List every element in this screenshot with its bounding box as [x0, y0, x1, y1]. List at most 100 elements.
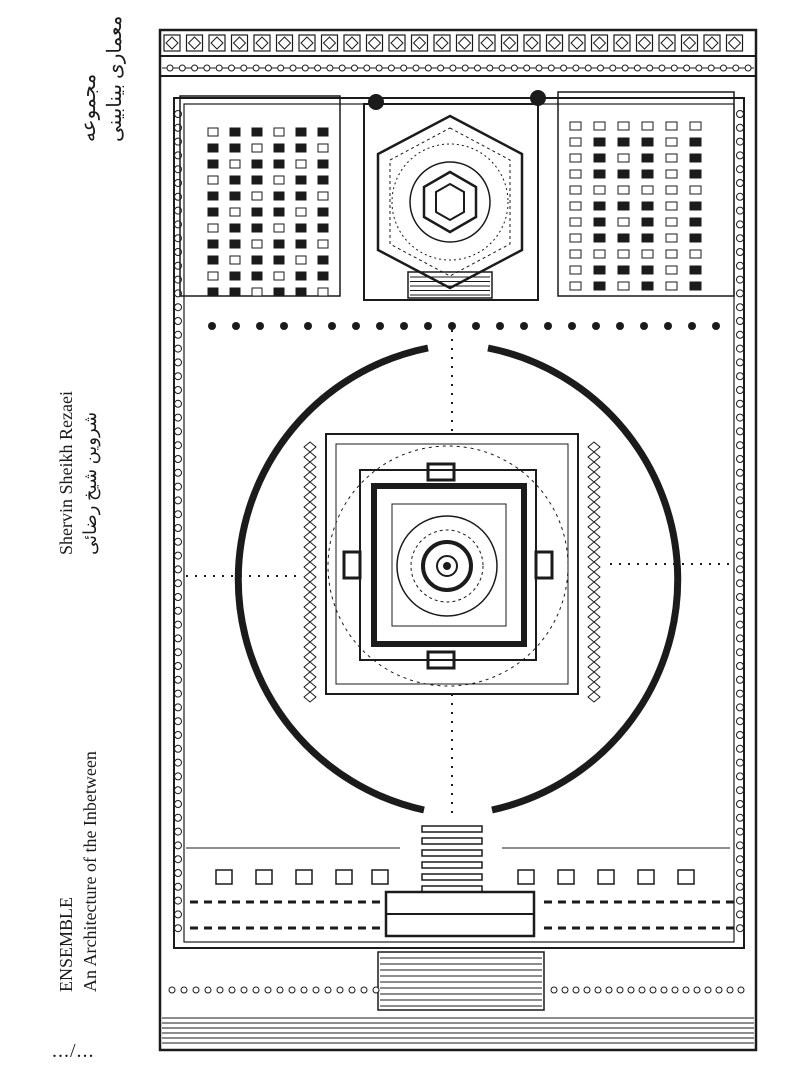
wall-ring: [736, 261, 744, 270]
wall-ring: [174, 427, 182, 436]
dot-ring: [348, 986, 356, 994]
zigzag-border-right: [587, 441, 601, 703]
planting-mark: [317, 239, 329, 249]
gate-south: [426, 650, 456, 670]
dot: [568, 322, 576, 330]
dot-ring: [670, 64, 678, 72]
diamond-mark: [322, 36, 337, 50]
wall-ring: [736, 165, 744, 174]
zigzag-diamond: [303, 541, 317, 553]
wall-ring: [174, 800, 182, 808]
stair-step: [421, 837, 483, 845]
dot-ring: [360, 986, 368, 994]
lower-dash-bands: [190, 900, 734, 930]
dot-ring: [720, 64, 727, 72]
planting-mark: [251, 159, 263, 169]
planting-mark: [251, 143, 263, 153]
dot-ring: [240, 986, 248, 994]
dot-ring: [597, 64, 604, 72]
wall-ring: [736, 841, 744, 850]
wall-ring: [174, 537, 182, 546]
planting-mark: [273, 223, 285, 233]
wall-ring: [736, 482, 744, 491]
planting-mark: [317, 143, 329, 153]
dot-ring: [240, 64, 248, 72]
planting-mark: [569, 249, 582, 259]
wall-ring: [174, 869, 182, 877]
planting-mark: [273, 191, 285, 201]
dot-ring: [646, 64, 654, 72]
wall-ring: [174, 358, 182, 367]
planting-mark: [273, 143, 285, 153]
zigzag-diamond: [303, 561, 317, 573]
entry-steps: [377, 951, 545, 1011]
diamond-mark: [345, 36, 359, 50]
gate-west: [342, 550, 362, 580]
planting-mark: [593, 217, 606, 227]
dot-ring: [191, 64, 199, 72]
planting-mark: [229, 175, 241, 185]
planting-mark: [593, 137, 606, 147]
planter-box: [295, 869, 313, 885]
zigzag-diamond: [587, 501, 601, 513]
planting-mark: [641, 121, 654, 131]
dot-ring: [726, 986, 734, 994]
wall-ring: [736, 551, 744, 560]
wall-ring: [736, 813, 744, 822]
planting-mark: [593, 153, 606, 163]
circular-wall-left: [234, 344, 429, 814]
dot-ring: [168, 986, 176, 994]
planting-mark: [569, 265, 582, 275]
dot-ring: [424, 64, 432, 72]
zigzag-diamond: [587, 531, 601, 543]
dot-ring: [400, 64, 408, 72]
zigzag-diamond: [303, 451, 317, 463]
wall-ring: [174, 496, 182, 505]
planting-mark: [295, 207, 307, 217]
planting-mark: [251, 239, 263, 249]
diamond-tile: [230, 34, 249, 52]
core-circle: [436, 555, 458, 577]
wall-ring: [736, 441, 744, 450]
wall-ring: [736, 675, 744, 684]
planting-mark: [689, 249, 702, 259]
zigzag-diamond: [303, 441, 317, 453]
wall-ring: [736, 537, 744, 546]
entry-step-lines: [380, 957, 542, 1007]
dot-ring: [252, 64, 260, 72]
planting-mark: [689, 281, 702, 291]
dot: [448, 322, 456, 330]
diamond-tile: [568, 34, 586, 52]
wall-ring: [174, 344, 182, 353]
planting-mark: [295, 159, 307, 169]
diamond-tile: [703, 34, 721, 52]
planting-mark: [229, 191, 241, 201]
dot-ring: [264, 64, 272, 72]
planting-mark: [641, 233, 654, 243]
wall-ring: [736, 317, 744, 325]
planting-mark: [251, 175, 263, 185]
diamond-tile: [455, 34, 474, 52]
dot-ring: [474, 64, 481, 72]
planting-mark: [617, 249, 630, 259]
planting-mark: [251, 287, 263, 297]
planting-mark: [273, 159, 285, 169]
dot-ring: [535, 64, 543, 72]
dot-ring: [737, 986, 745, 994]
circular-wall-right: [487, 344, 682, 814]
planting-mark: [641, 185, 654, 195]
central-dotted-circle: [327, 445, 569, 687]
dot-ring: [572, 64, 580, 72]
zigzag-diamond: [587, 641, 601, 653]
wall-ring: [174, 675, 182, 684]
dot: [304, 322, 312, 330]
zigzag-diamond: [303, 631, 317, 643]
diamond-tile: [478, 34, 496, 52]
wall-ring: [174, 772, 182, 781]
planting-mark: [569, 121, 582, 131]
diamond-tile: [208, 34, 226, 52]
planting-mark: [229, 127, 241, 137]
dot: [424, 322, 432, 330]
planting-mark: [569, 233, 582, 243]
planting-mark: [641, 137, 654, 147]
